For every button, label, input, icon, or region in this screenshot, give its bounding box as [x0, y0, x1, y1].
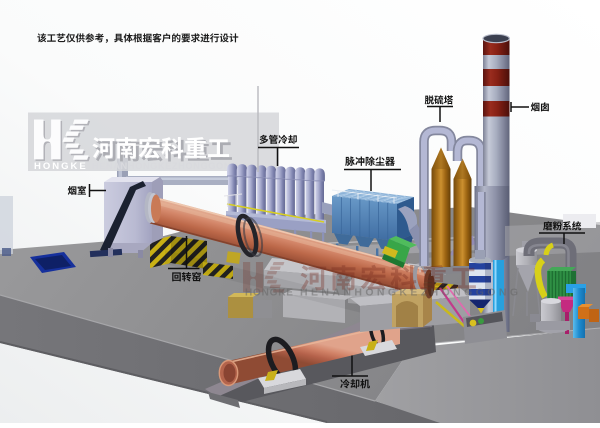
svg-text:HENANHONGKEZHONGGONG: HENANHONGKEZHONGGONG	[92, 161, 239, 171]
svg-text:HONGKE: HONGKE	[34, 161, 88, 172]
svg-text:HONGKE: HONGKE	[245, 288, 294, 299]
svg-text:HENANHONGKEZHONGGONG: HENANHONGKEZHONGGONG	[300, 287, 521, 299]
